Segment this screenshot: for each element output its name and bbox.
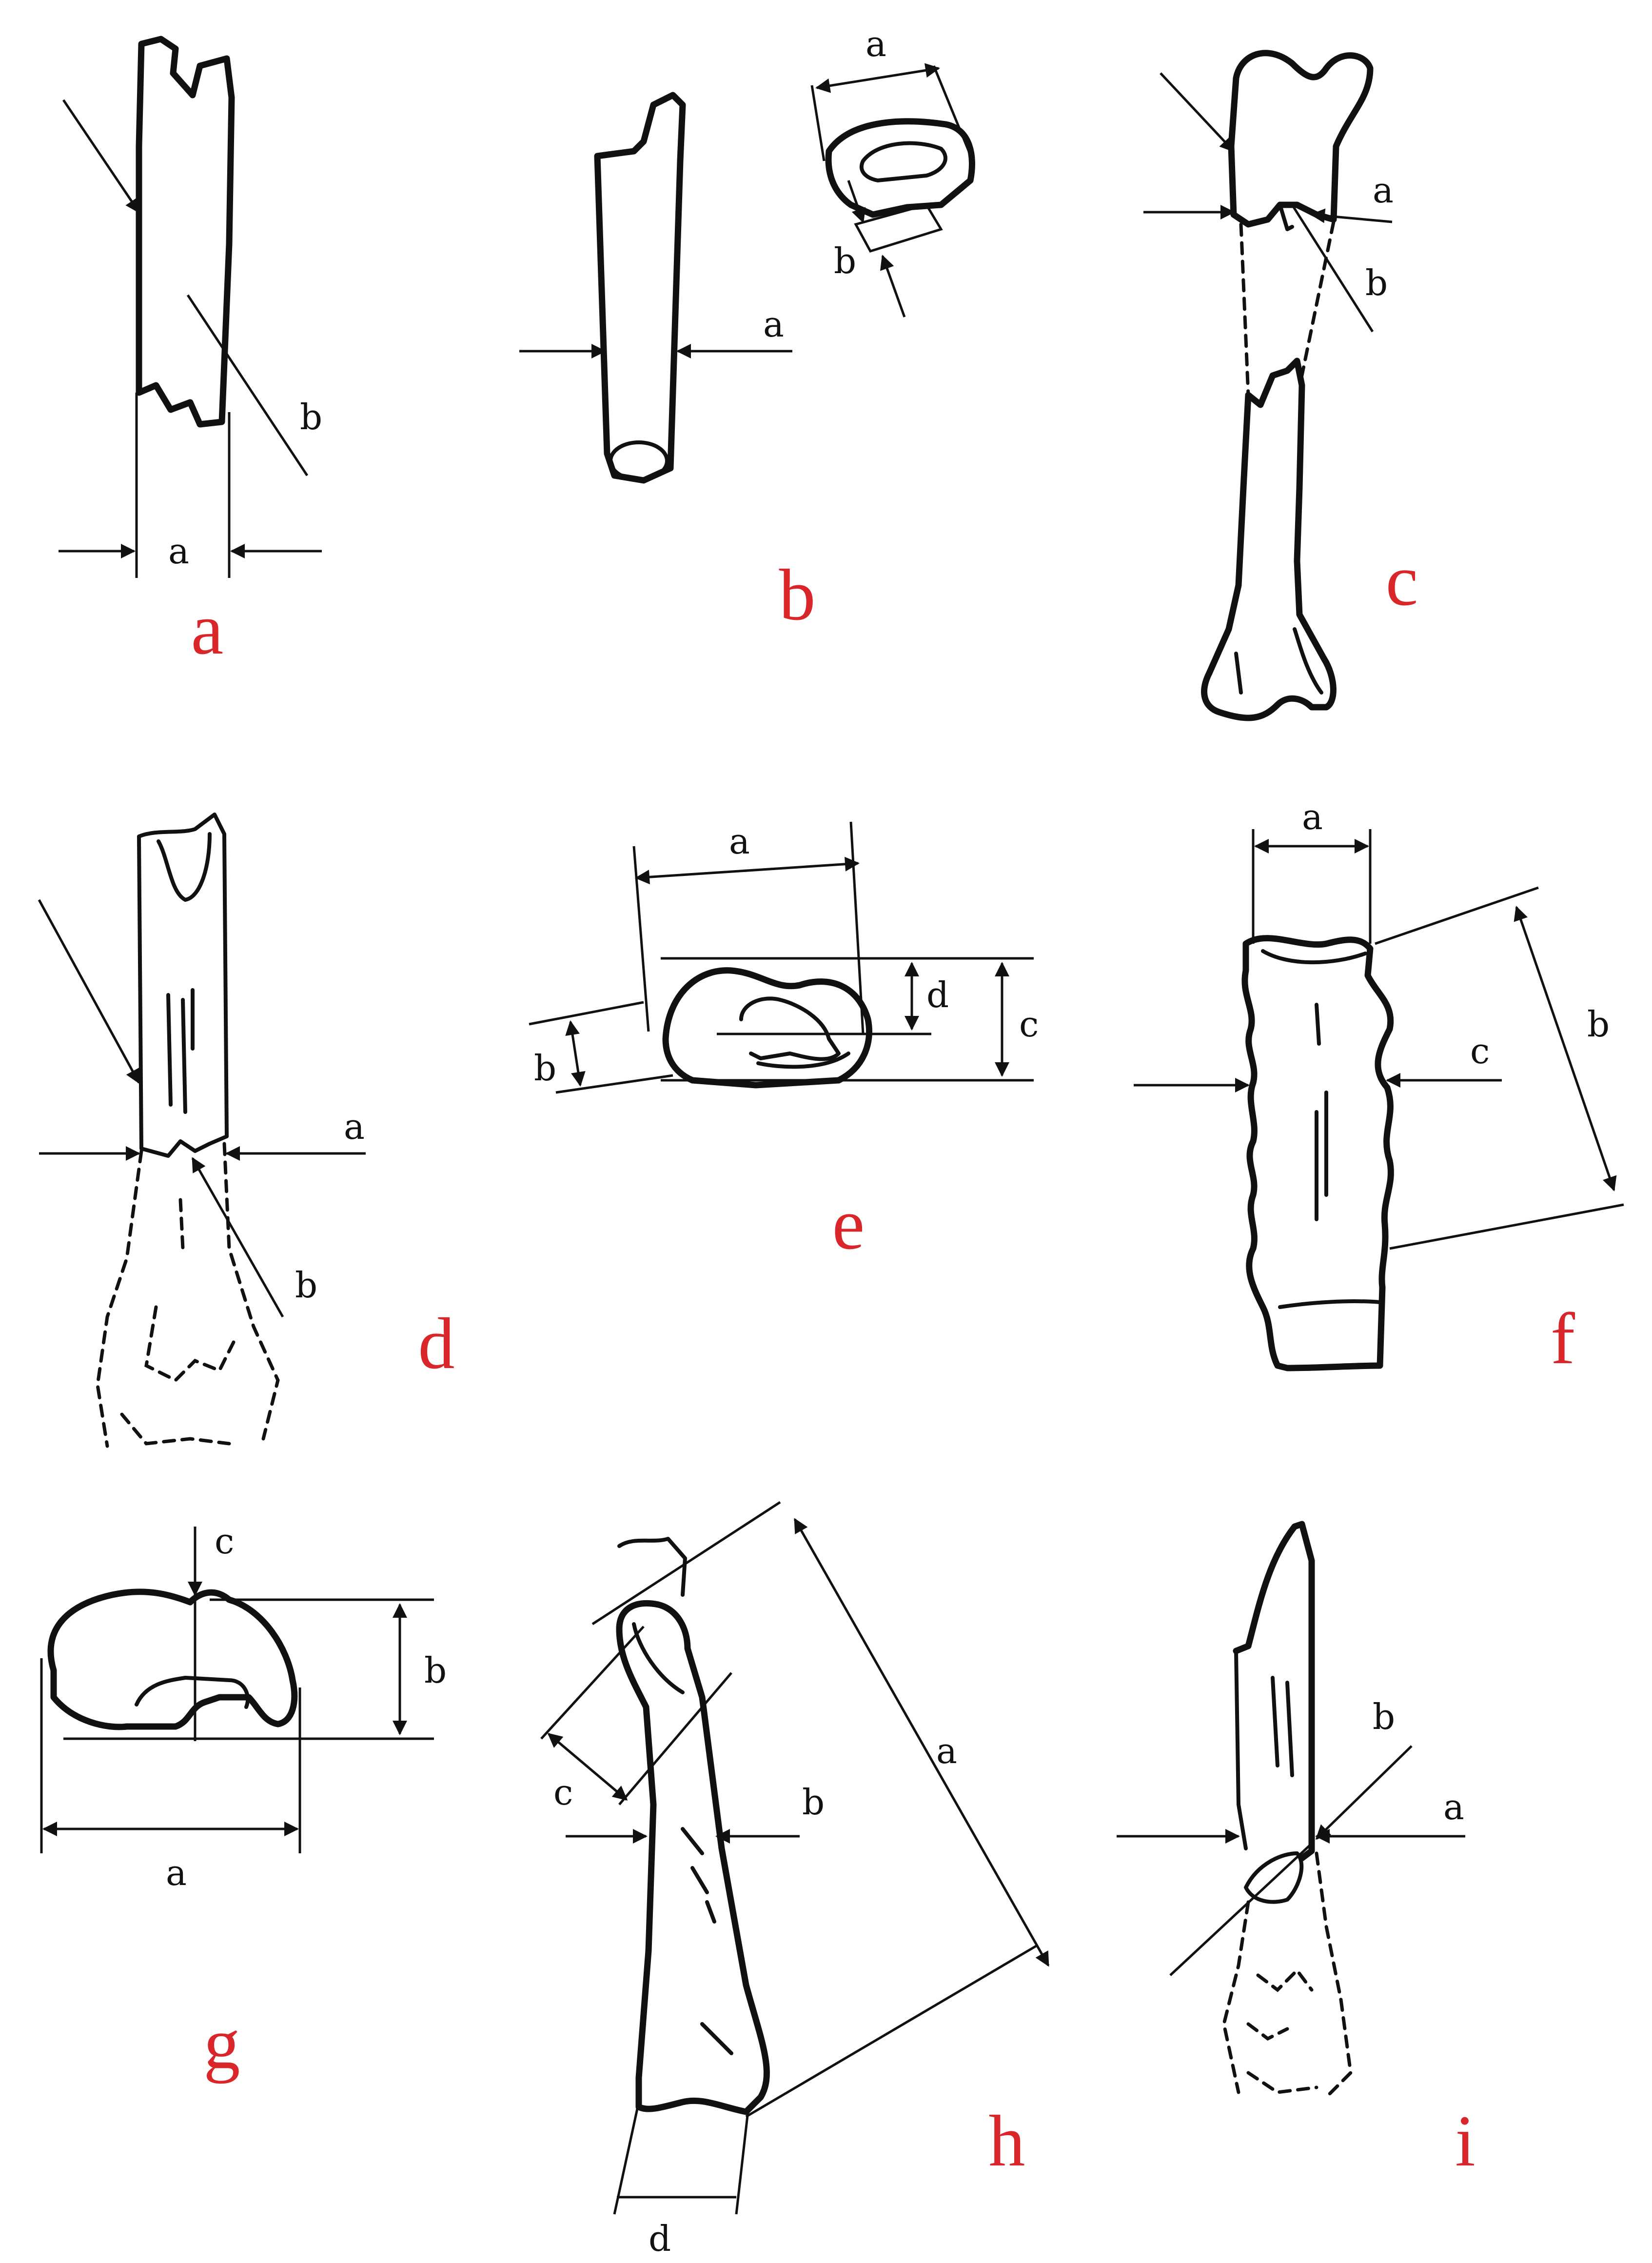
panel-f-mark-c: c <box>1470 1031 1490 1072</box>
panel-h-mark-b: b <box>802 1782 825 1823</box>
panel-e-line-b-top <box>529 1001 644 1026</box>
panel-f-ext-top <box>1375 886 1539 945</box>
panel-e-cross-section <box>662 967 872 1089</box>
panel-b: a a b b <box>519 23 975 635</box>
panel-a: a b a <box>59 36 322 670</box>
panel-h-ext-d-right <box>735 2106 750 2215</box>
panel-h-ext-c-bottom <box>618 1672 732 1806</box>
panel-c-label: c <box>1386 540 1418 621</box>
panel-b-mark-a-section: a <box>865 23 886 64</box>
panel-e-mark-c: c <box>1019 1004 1039 1045</box>
panel-b-label: b <box>779 555 816 635</box>
panel-b-bone-shaft <box>594 92 686 484</box>
panel-d-mark-b: b <box>295 1265 317 1306</box>
panel-e-mark-b: b <box>534 1048 556 1089</box>
panel-a-mark-b: b <box>300 397 322 437</box>
panel-g-label: g <box>204 2003 240 2084</box>
panel-f-label: f <box>1551 1298 1575 1379</box>
panel-a-bone-shaft <box>135 36 235 578</box>
panel-e-dim-b <box>565 1020 586 1087</box>
panel-h-ext-bottom <box>745 1945 1037 2118</box>
panel-i-arrow-b <box>1315 1745 1413 1840</box>
panel-i-line-b <box>1169 1843 1313 1976</box>
panel-f-mark-b: b <box>1587 1004 1610 1045</box>
panel-h-ext-c-top <box>540 1626 645 1740</box>
panel-e: a b c d e <box>529 821 1039 1265</box>
panel-h-mark-d: d <box>649 2218 671 2259</box>
panel-c: a b c <box>1143 50 1418 721</box>
panel-f: a b c f <box>1134 796 1624 1379</box>
panel-d: a b d <box>38 813 455 1448</box>
panel-e-dim-a <box>635 856 860 885</box>
panel-f-ext-bottom <box>1389 1203 1624 1250</box>
panel-g-cross-section <box>47 1588 298 1730</box>
panel-a-mark-a: a <box>168 531 189 572</box>
panel-i-label: i <box>1455 2101 1475 2182</box>
panel-h-ext-d-left <box>613 2102 640 2215</box>
panel-e-label: e <box>832 1184 865 1265</box>
panel-h-bone <box>616 1537 770 2115</box>
panel-c-mark-a: a <box>1373 170 1394 211</box>
panel-d-bone-shaft <box>96 813 280 1448</box>
panel-h-label: h <box>989 2101 1025 2182</box>
panel-h-mark-c: c <box>553 1772 573 1813</box>
panel-g-mark-b: b <box>424 1650 447 1691</box>
panel-d-arrow-b <box>191 1157 284 1318</box>
panel-a-label: a <box>191 589 224 670</box>
panel-f-mark-a: a <box>1302 796 1323 837</box>
panel-e-line-b-bottom <box>555 1074 673 1094</box>
panel-d-mark-a: a <box>344 1106 365 1147</box>
panel-i-bone-shaft <box>1222 1521 1353 2099</box>
panel-d-label: d <box>418 1303 455 1384</box>
panel-h: a b c d h <box>540 1501 1050 2259</box>
panel-b-mark-a-shaft: a <box>763 304 784 345</box>
panel-h-mark-a: a <box>936 1730 957 1771</box>
panel-g-mark-a: a <box>166 1852 187 1893</box>
panel-c-arrow-right-a <box>1310 208 1393 223</box>
panel-e-mark-a: a <box>729 821 750 862</box>
panel-c-mark-b: b <box>1365 262 1388 303</box>
panel-c-line-b <box>1291 204 1374 333</box>
panel-h-dim-a <box>793 1518 1050 1967</box>
panel-a-line-b <box>186 294 309 476</box>
panel-h-ext-top <box>591 1501 781 1626</box>
panel-d-arrow-upper <box>38 899 140 1084</box>
panel-i-mark-a: a <box>1443 1787 1464 1827</box>
panel-h-dim-c <box>547 1733 628 1801</box>
panel-b-mark-b: b <box>834 240 856 281</box>
panel-f-dim-b <box>1514 906 1617 1191</box>
panel-i: a b i <box>1117 1521 1475 2182</box>
panel-a-arrow-upper <box>62 99 140 214</box>
panel-b-cross-section <box>810 63 975 318</box>
panel-g: a b c g <box>40 1521 447 2084</box>
panel-c-bone <box>1201 50 1374 721</box>
panel-e-mark-d: d <box>926 974 949 1015</box>
panel-c-arrow-upper <box>1160 72 1235 153</box>
panel-i-mark-b: b <box>1373 1696 1395 1737</box>
panel-f-bone <box>1241 935 1394 1371</box>
panel-g-mark-c: c <box>215 1521 234 1562</box>
